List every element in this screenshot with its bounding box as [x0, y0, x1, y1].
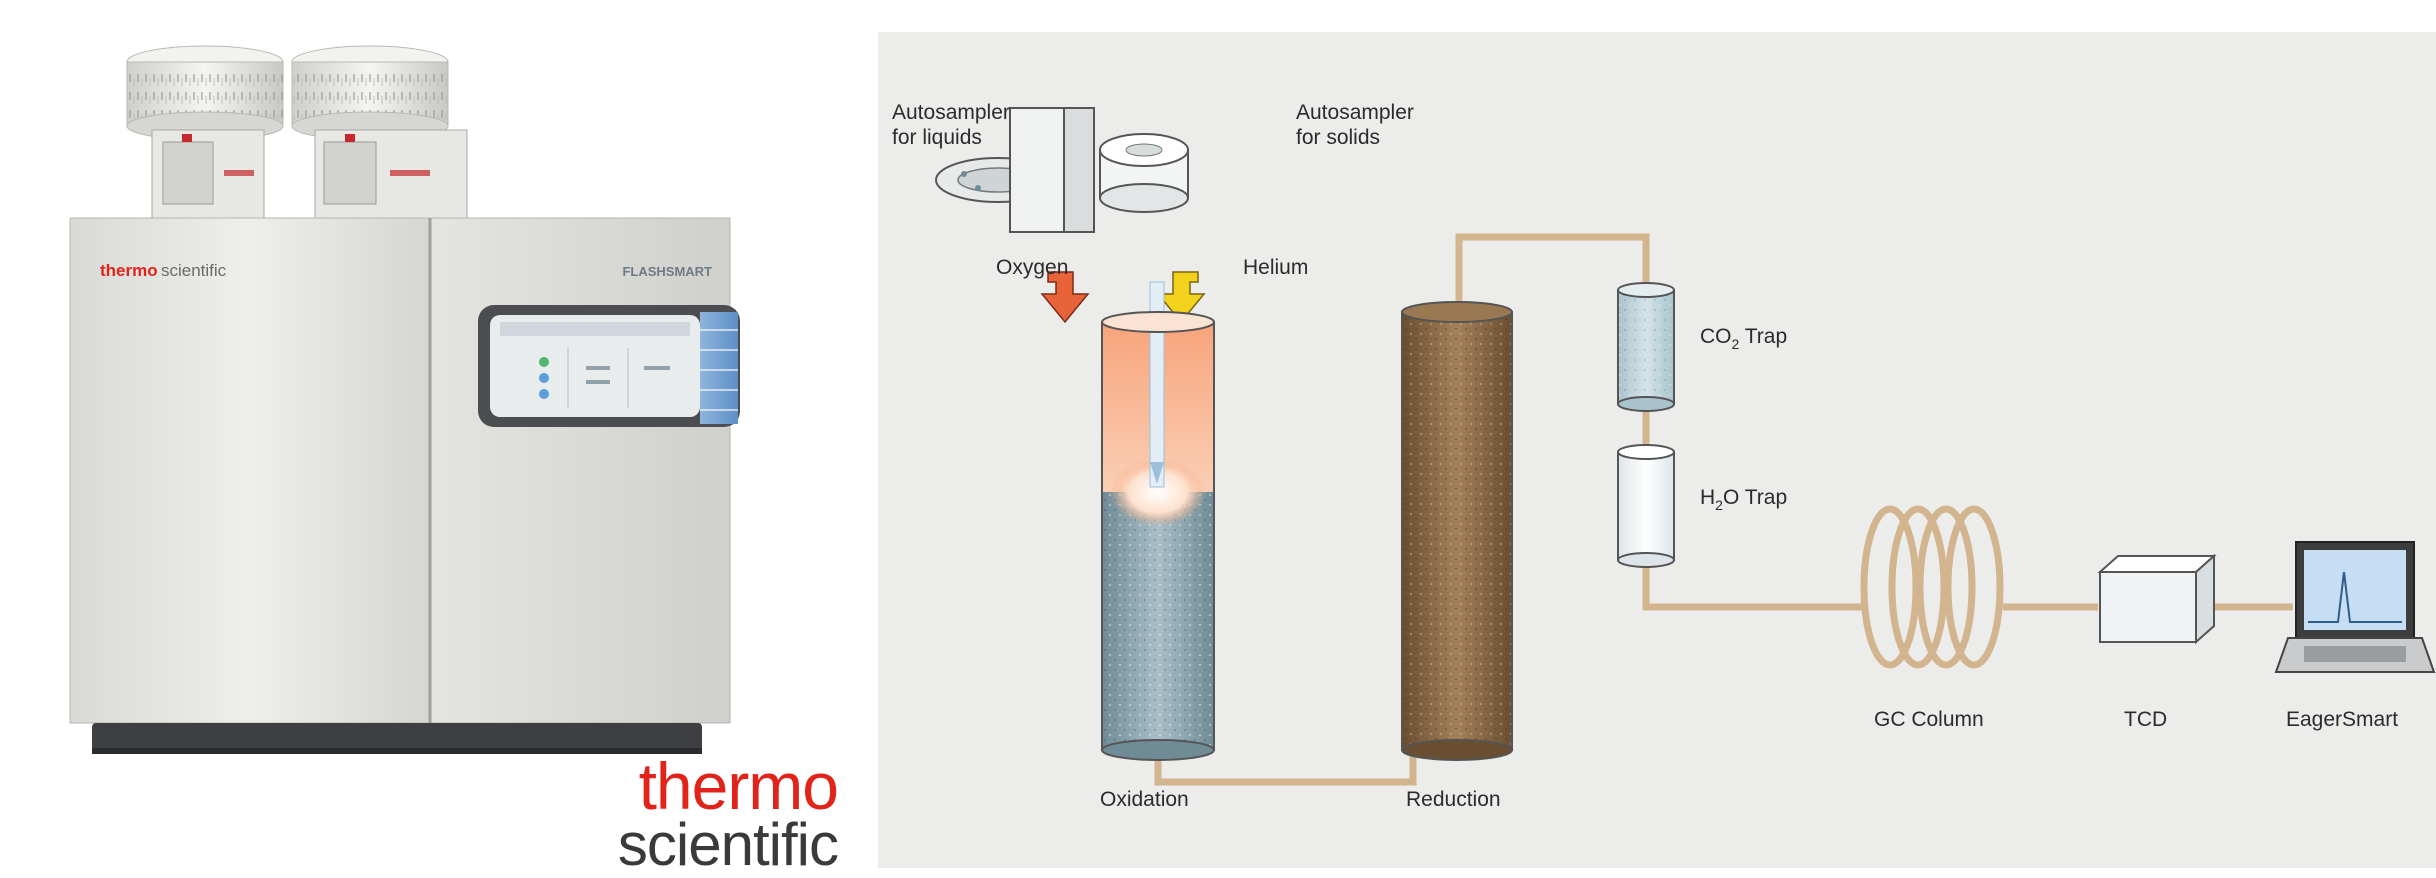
tcd-detector [2097, 553, 2217, 645]
label-gc-column: GC Column [1874, 708, 1984, 731]
helium-inlet-arrow [1156, 271, 1206, 324]
label-h2o-trap: H2O Trap [1700, 486, 1787, 513]
panel-brand-scientific: scientific [161, 261, 227, 280]
label-co2-trap: CO2 Trap [1700, 325, 1787, 352]
product-name-label: FLASHSMART [622, 264, 712, 279]
autosampler-drum-right [291, 45, 468, 223]
oxidation-reactor [1101, 281, 1215, 761]
reduction-reactor [1401, 301, 1513, 761]
gc-column-coil [1860, 505, 2004, 669]
label-autosampler-liquids-1: Autosampler [892, 101, 1010, 124]
instrument-control-panel [478, 305, 740, 427]
label-eagersmart: EagerSmart [2286, 708, 2398, 731]
gas-flow-tubing [1154, 233, 2293, 786]
label-reduction: Reduction [1406, 788, 1501, 811]
label-tcd: TCD [2124, 708, 2167, 731]
label-oxidation: Oxidation [1100, 788, 1189, 811]
autosampler-drum-left [126, 45, 284, 223]
label-autosampler-liquids-2: for liquids [892, 126, 982, 149]
panel-brand-thermo: thermo [100, 261, 158, 280]
thermo-scientific-logo: thermo scientific [617, 749, 839, 878]
oxygen-inlet-arrow [1040, 271, 1090, 324]
logo-thermo: thermo [638, 749, 839, 823]
co2-trap [1617, 282, 1675, 412]
label-autosampler-solids-2: for solids [1296, 126, 1380, 149]
logo-scientific: scientific [617, 810, 839, 878]
instrument-body [69, 217, 731, 754]
autosampler-liquids [935, 107, 1095, 233]
instrument-photo-panel: thermo scientific FLASHSMART thermo scie… [0, 0, 860, 874]
autosampler-solids [1099, 133, 1189, 213]
flashsmart-instrument-image: thermo scientific FLASHSMART [69, 45, 740, 754]
eagersmart-computer [2274, 541, 2436, 673]
h2o-trap [1617, 444, 1675, 568]
process-diagram-panel: Autosampler for liquids Autosampler for … [878, 32, 2436, 868]
label-autosampler-solids-1: Autosampler [1296, 101, 1414, 124]
label-helium: Helium [1243, 256, 1308, 279]
label-oxygen: Oxygen [996, 256, 1068, 279]
analyzer-flow-diagram: Autosampler for liquids Autosampler for … [892, 101, 2436, 811]
